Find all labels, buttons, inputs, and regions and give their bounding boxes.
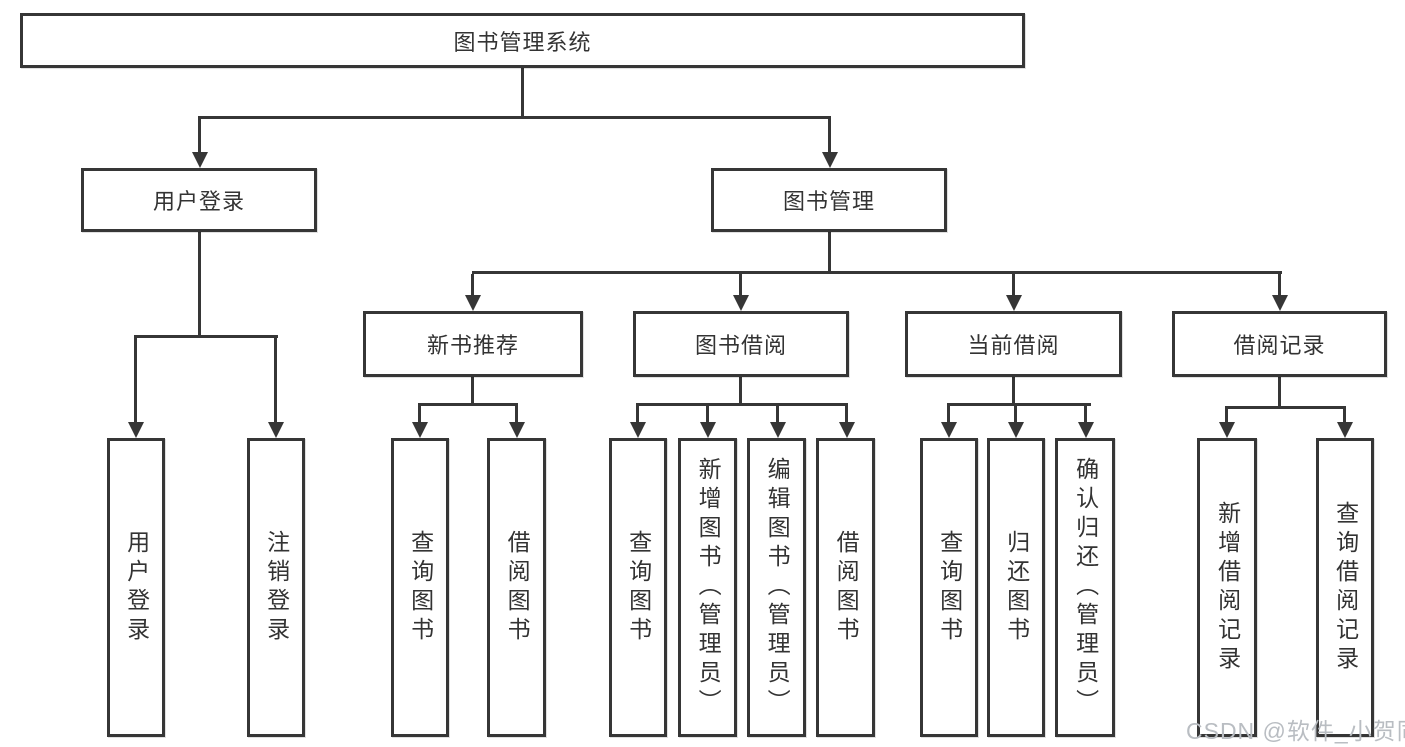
leaf-query-books-under-current-label: 查询图书 — [936, 529, 963, 646]
leaf-add-borrow-record-label: 新增借阅记录 — [1214, 500, 1241, 675]
leaf-confirm-return-admin: 确认归还（管理员） — [1055, 438, 1115, 737]
leaf-query-borrow-record-label: 查询借阅记录 — [1332, 500, 1359, 675]
connector-level3-rail — [472, 271, 1282, 274]
leaf-add-borrow-record: 新增借阅记录 — [1197, 438, 1257, 737]
arrow-down-to-borrow — [739, 274, 742, 295]
node-user-login: 用户登录 — [81, 168, 317, 232]
connector-borrow-trunk — [739, 377, 742, 406]
arrow-down-to-book-mgmt — [828, 119, 831, 152]
arrow-down-to-borrow-books — [845, 406, 848, 422]
arrow-down-to-query-current — [947, 406, 950, 422]
connector-records-trunk — [1278, 377, 1281, 409]
leaf-query-books-under-borrow: 查询图书 — [609, 438, 667, 737]
connector-new-books-trunk — [471, 377, 474, 406]
arrow-down-to-login-leaf — [134, 338, 137, 422]
leaf-return-books-label: 归还图书 — [1003, 529, 1030, 646]
arrow-down-to-query-borrow — [636, 406, 639, 422]
node-book-borrow-label: 图书借阅 — [694, 333, 787, 358]
arrow-down-to-add-books — [706, 406, 709, 422]
leaf-query-books-under-current: 查询图书 — [920, 438, 978, 737]
leaf-borrow-books-under-new-label: 借阅图书 — [504, 529, 531, 646]
node-current-borrow: 当前借阅 — [905, 311, 1122, 377]
leaf-edit-books-admin-label: 编辑图书（管理员） — [764, 457, 791, 718]
connector-current-rail — [947, 403, 1091, 406]
connector-new-books-rail — [418, 403, 518, 406]
node-user-login-label: 用户登录 — [152, 189, 245, 214]
leaf-query-books-under-new: 查询图书 — [391, 438, 449, 737]
connector-user-login-trunk — [198, 232, 201, 338]
arrow-down-to-user-login — [198, 119, 201, 152]
leaf-borrow-books-label: 借阅图书 — [833, 529, 860, 646]
arrow-down-to-logout-leaf — [274, 338, 277, 422]
leaf-user-login-label: 用户登录 — [123, 529, 150, 646]
arrow-down-to-borrow-new — [515, 406, 518, 422]
connector-user-login-rail — [134, 335, 278, 338]
leaf-query-borrow-record: 查询借阅记录 — [1316, 438, 1374, 737]
arrow-down-to-query-record — [1343, 409, 1346, 422]
node-book-management-label: 图书管理 — [782, 189, 875, 214]
connector-current-trunk — [1012, 377, 1015, 406]
node-new-book-recommend-label: 新书推荐 — [426, 333, 519, 358]
arrow-down-to-return-books — [1014, 406, 1017, 422]
node-root-label: 图书管理系统 — [453, 29, 592, 55]
connector-borrow-rail — [636, 403, 848, 406]
node-book-management: 图书管理 — [711, 168, 947, 232]
arrow-down-to-confirm-return — [1084, 406, 1087, 422]
arrow-down-to-records — [1278, 274, 1281, 295]
arrow-down-to-add-record — [1225, 409, 1228, 422]
leaf-add-books-admin: 新增图书（管理员） — [678, 438, 737, 737]
leaf-logout-label: 注销登录 — [263, 529, 290, 646]
leaf-user-login: 用户登录 — [107, 438, 165, 737]
leaf-return-books: 归还图书 — [987, 438, 1045, 737]
leaf-edit-books-admin: 编辑图书（管理员） — [747, 438, 806, 737]
node-root-system: 图书管理系统 — [20, 13, 1025, 68]
connector-level2-rail — [198, 116, 831, 119]
leaf-borrow-books-under-new: 借阅图书 — [487, 438, 546, 737]
connector-root-trunk — [521, 68, 524, 119]
leaf-confirm-return-admin-label: 确认归还（管理员） — [1072, 457, 1099, 718]
leaf-add-books-admin-label: 新增图书（管理员） — [695, 457, 722, 718]
leaf-borrow-books: 借阅图书 — [816, 438, 875, 737]
arrow-down-to-new-books — [471, 274, 474, 295]
arrow-down-to-current — [1012, 274, 1015, 295]
leaf-query-books-under-new-label: 查询图书 — [407, 529, 434, 646]
leaf-query-books-under-borrow-label: 查询图书 — [625, 529, 652, 646]
node-new-book-recommend: 新书推荐 — [363, 311, 583, 377]
node-current-borrow-label: 当前借阅 — [967, 333, 1060, 358]
leaf-logout: 注销登录 — [247, 438, 305, 737]
connector-book-mgmt-trunk — [828, 232, 831, 274]
node-borrow-records: 借阅记录 — [1172, 311, 1387, 377]
node-borrow-records-label: 借阅记录 — [1233, 333, 1326, 358]
csdn-watermark: CSDN @软件_小贺同学 — [1186, 718, 1405, 744]
connector-records-rail — [1225, 406, 1346, 409]
arrow-down-to-query-new — [418, 406, 421, 422]
arrow-down-to-edit-books — [776, 406, 779, 422]
node-book-borrow: 图书借阅 — [633, 311, 849, 377]
